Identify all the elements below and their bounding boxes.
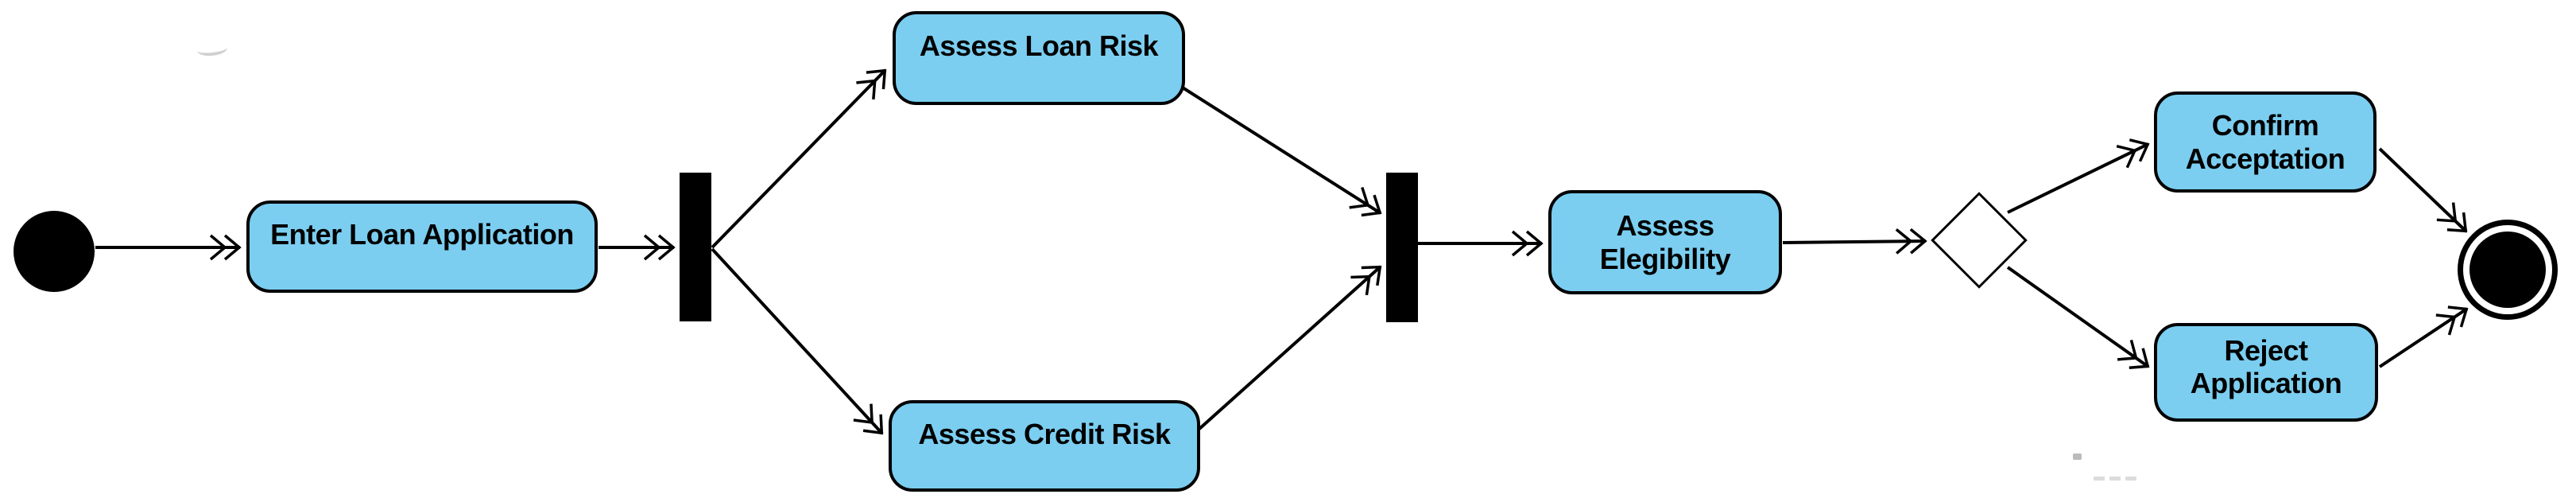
action-label: Assess Loan Risk bbox=[919, 29, 1159, 63]
edge-decision-to-reject-application bbox=[2006, 266, 2150, 370]
edge-assess-credit-risk-to-join bbox=[1198, 265, 1382, 430]
action-reject-application: Reject Application bbox=[2154, 323, 2378, 422]
action-label: Confirm Acceptation bbox=[2185, 109, 2346, 175]
fork-bar bbox=[680, 173, 711, 321]
final-node-inner-circle bbox=[2469, 232, 2546, 308]
action-enter-loan-application: Enter Loan Application bbox=[246, 200, 598, 293]
join-bar bbox=[1386, 173, 1418, 322]
action-label: Assess Elegibility bbox=[1599, 209, 1731, 275]
initial-node bbox=[14, 211, 95, 292]
edge-decision-to-confirm-acceptation bbox=[2007, 138, 2150, 214]
action-assess-loan-risk: Assess Loan Risk bbox=[893, 11, 1185, 105]
action-label: Enter Loan Application bbox=[270, 218, 574, 251]
action-confirm-acceptation: Confirm Acceptation bbox=[2154, 91, 2377, 193]
edge-assess-elegibility-to-decision bbox=[1782, 228, 1927, 255]
edge-confirm-acceptation-to-final bbox=[2378, 147, 2468, 233]
faint-artifact-dashes bbox=[2094, 477, 2138, 481]
faint-artifact-dot bbox=[2073, 453, 2082, 460]
action-assess-elegibility: Assess Elegibility bbox=[1548, 190, 1782, 294]
action-label: Assess Credit Risk bbox=[918, 417, 1171, 450]
edge-reject-application-to-final bbox=[2378, 305, 2469, 368]
edge-fork-to-assess-credit-risk bbox=[711, 247, 884, 435]
action-assess-credit-risk: Assess Credit Risk bbox=[889, 400, 1200, 492]
edge-fork-to-assess-loan-risk bbox=[711, 68, 887, 249]
action-label: Reject Application bbox=[2190, 333, 2342, 399]
final-node bbox=[2458, 220, 2558, 320]
edge-assess-loan-risk-to-join bbox=[1177, 84, 1382, 217]
